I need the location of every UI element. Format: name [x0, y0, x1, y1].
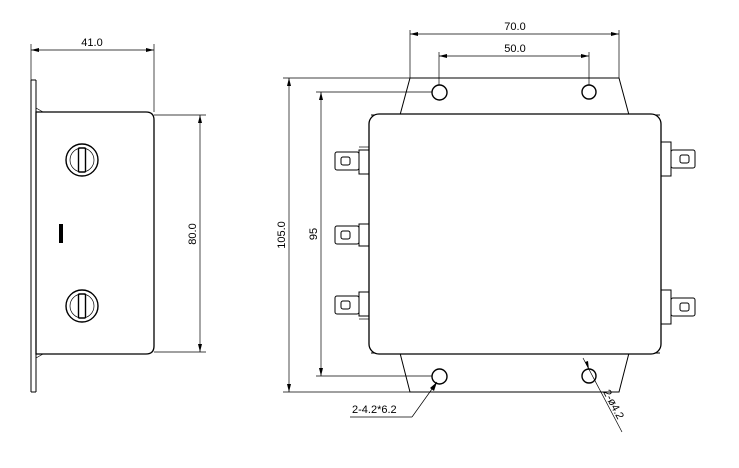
outer-width-label: 70.0: [504, 21, 525, 33]
hole-spacing-label: 50.0: [504, 43, 525, 55]
side-view: 41.0 80.0: [30, 37, 206, 393]
terminal-right-bottom: [660, 289, 696, 325]
terminal-left-top: [334, 146, 370, 175]
hole-callout-label: 2-ø4.2: [600, 388, 626, 422]
side-height-label: 80.0: [187, 223, 199, 244]
side-screw-top: [65, 143, 99, 177]
hole-vertical-label: 95: [308, 228, 320, 240]
side-body: [35, 111, 155, 355]
dimension-outer-width: 70.0: [409, 21, 620, 78]
terminal-right-top: [660, 141, 696, 177]
dimension-hole-spacing: 50.0: [438, 43, 590, 85]
dimension-side-height: 80.0: [154, 114, 206, 353]
dimension-outer-height: 105.0: [276, 77, 410, 393]
front-view: 70.0 50.0 105.0 95: [276, 21, 696, 433]
dimension-side-width: 41.0: [30, 37, 155, 112]
slot-callout: 2-4.2*6.2: [350, 381, 438, 418]
side-screw-bottom: [65, 289, 99, 323]
terminal-left-middle: [334, 223, 370, 247]
hole-top-right: [581, 84, 597, 100]
slot-top-left: [431, 84, 448, 101]
slot-callout-label: 2-4.2*6.2: [352, 404, 397, 416]
dimension-hole-vertical: 95: [308, 91, 432, 377]
hole-bottom-right: [581, 368, 597, 384]
front-body: [368, 113, 662, 355]
slot-bottom-left: [431, 368, 448, 385]
side-indicator-slot: [59, 224, 63, 243]
outer-height-label: 105.0: [276, 221, 288, 249]
terminal-left-bottom: [334, 291, 370, 320]
side-width-label: 41.0: [81, 37, 102, 49]
